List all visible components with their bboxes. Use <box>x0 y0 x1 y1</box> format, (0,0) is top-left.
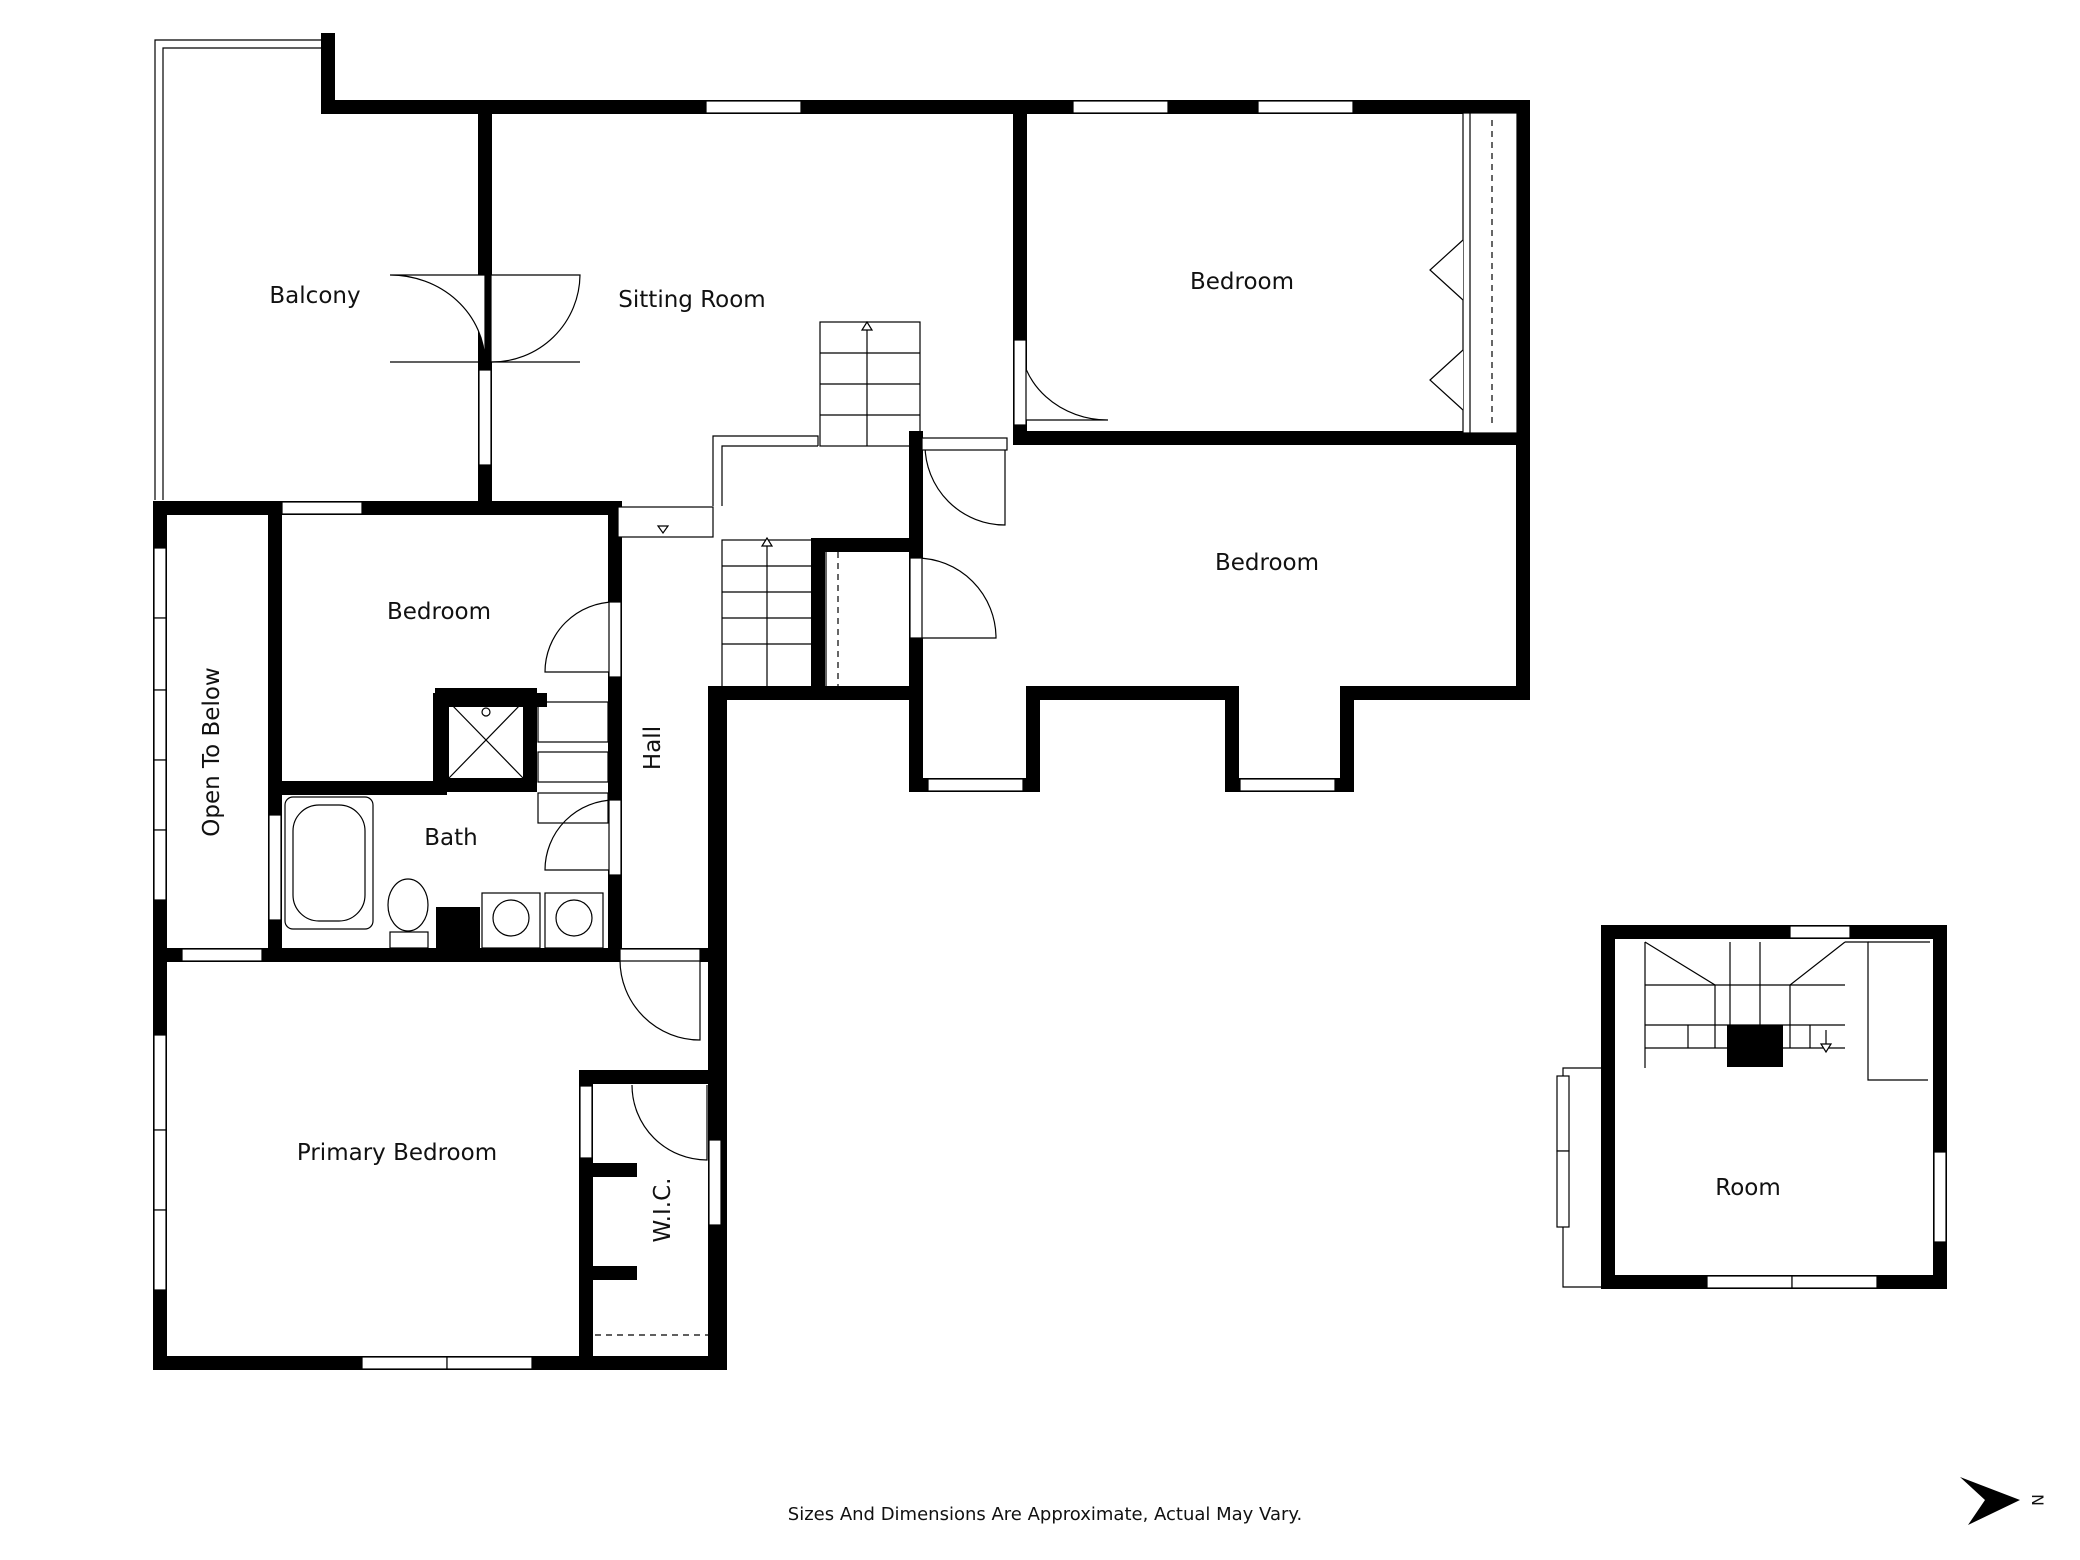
label-wic: W.I.C. <box>650 1178 676 1243</box>
detached-room-walls <box>1556 925 1947 1289</box>
label-sitting-room: Sitting Room <box>618 287 765 313</box>
stairs-upper <box>712 320 921 506</box>
north-label: N <box>2028 1494 2047 1506</box>
label-balcony: Balcony <box>269 283 360 309</box>
label-hall: Hall <box>640 726 666 770</box>
label-bedroom-right: Bedroom <box>1215 550 1319 576</box>
north-arrow-icon <box>1960 1477 2020 1525</box>
windows <box>153 100 1518 1370</box>
label-bedroom-left: Bedroom <box>387 599 491 625</box>
label-bedroom-top-right: Bedroom <box>1190 269 1294 295</box>
label-bath: Bath <box>424 825 477 851</box>
balcony-outline <box>154 39 328 500</box>
doors <box>389 274 1109 1336</box>
disclaimer-text: Sizes And Dimensions Are Approximate, Ac… <box>788 1504 1302 1525</box>
closet-bedroom-top <box>1429 113 1493 433</box>
bath-fixtures <box>284 701 609 955</box>
stairs-lower <box>721 536 839 689</box>
label-open-to-below: Open To Below <box>199 667 225 836</box>
shower <box>448 701 524 779</box>
label-room: Room <box>1715 1175 1781 1201</box>
label-primary-bedroom: Primary Bedroom <box>297 1140 497 1166</box>
